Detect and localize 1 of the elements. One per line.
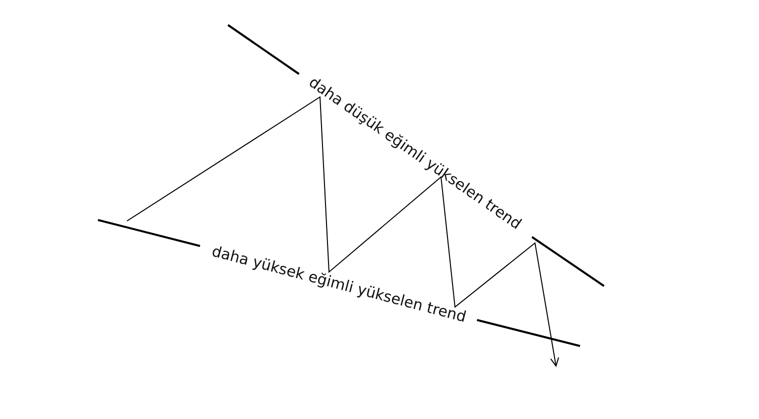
trend-line-label: daha yüksek eğimli yükselen trend <box>210 242 468 326</box>
